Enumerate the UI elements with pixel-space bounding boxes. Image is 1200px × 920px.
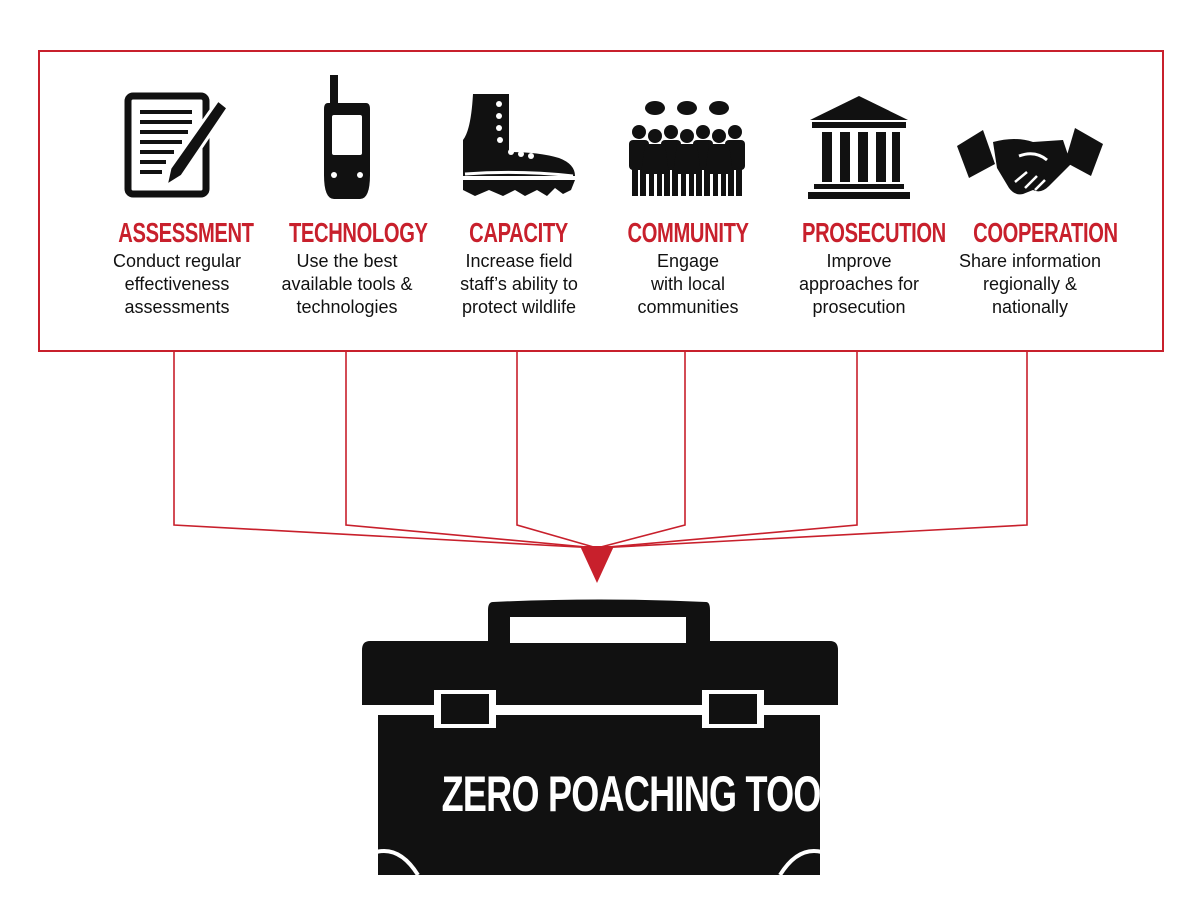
boot-icon — [434, 70, 604, 200]
pillar-description: Engage with local communities — [637, 251, 739, 317]
connector-assessment — [173, 350, 598, 549]
connector-cooperation — [596, 350, 1028, 549]
connector-technology — [345, 350, 598, 549]
pillar-description: Share information regionally & nationall… — [958, 251, 1102, 317]
pillar-description: Improve approaches for prosecution — [798, 251, 920, 317]
pillar-description: Increase field staff’s ability to protec… — [460, 251, 578, 317]
pillar-title: COMMUNITY — [627, 217, 749, 248]
connector-community — [596, 350, 686, 549]
pillar-title: ASSESSMENT — [118, 217, 254, 248]
pillar-technology: TECHNOLOGY Use the best available tools … — [262, 70, 432, 319]
document-pen-icon — [92, 70, 262, 200]
pillar-cooperation: COOPERATION Share information regionally… — [945, 70, 1118, 319]
people-group-icon — [603, 70, 773, 200]
handshake-icon — [945, 70, 1115, 200]
pillar-title: TECHNOLOGY — [288, 217, 428, 248]
gps-device-icon — [262, 70, 432, 200]
pillar-title: COOPERATION — [973, 217, 1118, 248]
pillar-title: PROSECUTION — [801, 217, 946, 248]
pillar-community: COMMUNITY Engage with local communities — [603, 70, 773, 319]
pillar-assessment: ASSESSMENT Conduct regular effectiveness… — [92, 70, 262, 319]
pillar-title: CAPACITY — [469, 217, 569, 248]
pillar-capacity: CAPACITY Increase field staff’s ability … — [434, 70, 604, 319]
arrow-down-icon — [580, 546, 614, 583]
connector-capacity — [516, 350, 598, 549]
pillar-description: Use the best available tools & technolog… — [281, 251, 413, 317]
pillar-description: Conduct regular effectiveness assessment… — [112, 251, 242, 317]
toolkit-label: ZERO POACHING TOOLKIT — [441, 766, 899, 822]
pillars-frame — [38, 50, 1164, 352]
pillar-prosecution: PROSECUTION Improve approaches for prose… — [774, 70, 946, 319]
courthouse-icon — [774, 70, 944, 200]
connector-prosecution — [596, 350, 858, 549]
